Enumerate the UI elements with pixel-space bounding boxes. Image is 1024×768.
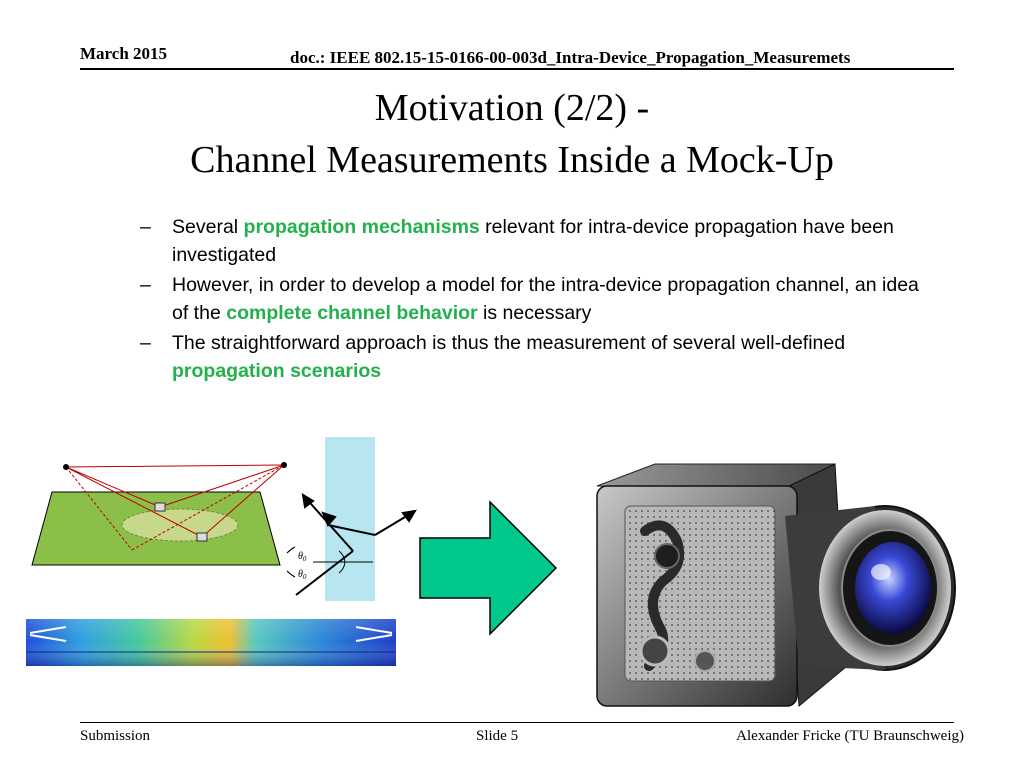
bullet-text: The straightforward approach is thus the… — [172, 332, 846, 354]
title-line-2: Channel Measurements Inside a Mock-Up — [190, 139, 834, 181]
transmitter-point — [63, 464, 69, 470]
angle-arc — [338, 550, 346, 563]
scatterer-object — [196, 532, 208, 542]
bullet-dash: – — [140, 332, 151, 354]
angle-arc — [338, 561, 346, 574]
header-rule — [80, 68, 954, 70]
field-distribution-strip — [26, 619, 396, 666]
bullet-highlight: propagation scenarios — [172, 359, 382, 382]
bullet-text: relevant for intra-device propagation ha… — [172, 216, 894, 266]
arrow-shape — [419, 500, 558, 636]
crank-handle — [640, 520, 685, 671]
theta-label: θ0 — [298, 569, 307, 581]
bullet-dash: – — [140, 274, 151, 296]
footer-rule — [80, 722, 954, 723]
ray-paths — [65, 464, 285, 551]
reflection-scenario-figure — [31, 462, 287, 566]
bullet-list: – Several propagation mechanisms relevan… — [140, 214, 920, 388]
theta-label: θ0 — [298, 551, 307, 563]
scatterer-object — [154, 502, 166, 512]
antenna-markers — [29, 626, 393, 642]
bullet-text: However, in order to develop a model for… — [172, 274, 919, 324]
bullet-item: – Several propagation mechanisms relevan… — [140, 214, 920, 269]
refraction-slab-figure: θ0 θ0 — [286, 437, 417, 601]
bullet-text: Several — [172, 216, 244, 238]
knob — [694, 650, 716, 672]
bullet-dash: – — [140, 216, 151, 238]
title-line-1: Motivation (2/2) - — [374, 87, 650, 129]
bullet-item: – The straightforward approach is thus t… — [140, 330, 920, 385]
right-arrow-graphic — [419, 500, 558, 636]
footer-submission: Submission — [80, 728, 151, 744]
bullet-text: is necessary — [477, 301, 592, 324]
camera-image — [596, 463, 956, 708]
header-date: March 2015 — [80, 44, 168, 63]
receiver-point — [281, 462, 287, 468]
footer-slide-number: Slide 5 — [476, 728, 519, 744]
bullet-item: – However, in order to develop a model f… — [140, 272, 920, 327]
header-document-id: doc.: IEEE 802.15-15-0166-00-003d_Intra-… — [290, 48, 851, 67]
knob — [639, 635, 671, 667]
reflection-zone — [121, 508, 239, 542]
bullet-highlight: complete channel behavior — [226, 301, 478, 324]
bullet-highlight: propagation mechanisms — [243, 216, 480, 238]
slide-title: Motivation (2/2) - Channel Measurements … — [0, 82, 1024, 186]
lens-glass — [855, 542, 931, 634]
ray-arrows — [295, 493, 417, 596]
footer-author: Alexander Fricke (TU Braunschweig) — [736, 728, 964, 744]
